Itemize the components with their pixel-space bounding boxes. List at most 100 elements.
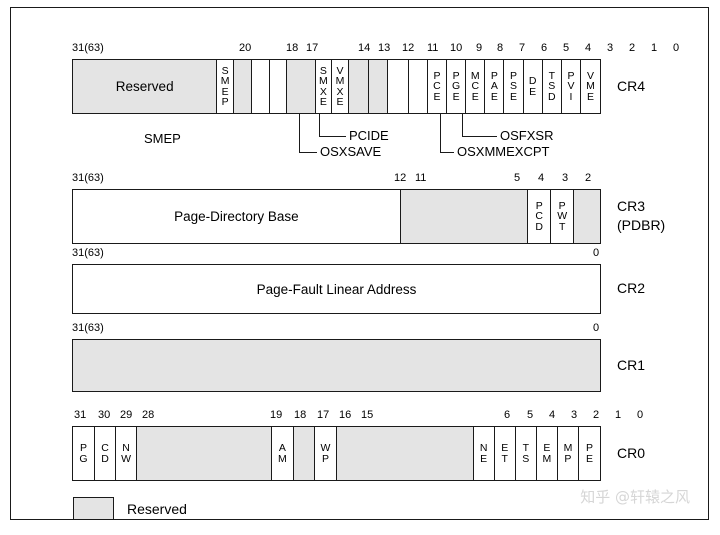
bit-label: 30 <box>98 409 111 421</box>
callout-leader-osxmmexcpt <box>440 114 454 153</box>
bit-label: 6 <box>504 409 511 421</box>
bit-label: 14 <box>358 42 371 54</box>
cr4-field-reserved: Reserved <box>73 60 218 113</box>
callout-osfxsr: OSFXSR <box>500 128 554 143</box>
bit-label: 0 <box>593 322 600 334</box>
register-cr0: 31 30 29 28 19 18 17 16 15 6 5 4 3 2 1 0… <box>72 408 645 481</box>
callout-smep: SMEP <box>144 131 181 146</box>
cr3-field-res11-5 <box>400 190 529 243</box>
register-cr1: 31(63) 0 CR1 <box>72 321 645 392</box>
figure-frame: 31(63) 20 18 17 14 13 12 11 10 9 8 7 6 5… <box>10 7 709 520</box>
bit-label: 2 <box>593 409 600 421</box>
bit-label: 2 <box>585 172 592 184</box>
bit-label: 1 <box>615 409 622 421</box>
cr0-field-res28-19 <box>137 427 272 480</box>
cr4-field-osfxsr <box>408 60 428 113</box>
cr4-field-osxsave <box>252 60 270 113</box>
cr1-bit-labels: 31(63) 0 <box>72 321 601 335</box>
cr4-field-osxmmexcpt <box>387 60 409 113</box>
bit-label: 12 <box>394 172 407 184</box>
cr0-field-res15-6 <box>336 427 474 480</box>
bit-label: 11 <box>427 42 439 54</box>
cr3-bit-labels: 31(63) 12 11 5 4 3 2 <box>72 171 601 185</box>
cr3-field-res2-0 <box>574 190 601 243</box>
bit-label: 29 <box>120 409 133 421</box>
bit-label: 3 <box>562 172 569 184</box>
bit-label: 12 <box>402 42 415 54</box>
bit-label: 1 <box>651 42 658 54</box>
cr1-box <box>72 339 601 392</box>
bit-label: 5 <box>563 42 570 54</box>
bit-label: 17 <box>306 42 319 54</box>
cr2-field-pflinaddr: Page-Fault Linear Address <box>73 265 600 313</box>
register-cr2: 31(63) 0 Page-Fault Linear Address CR2 <box>72 246 645 314</box>
bit-label: 31(63) <box>72 322 104 334</box>
bit-label: 4 <box>585 42 592 54</box>
bit-label: 28 <box>142 409 155 421</box>
bit-label: 13 <box>378 42 391 54</box>
bit-label: 5 <box>527 409 534 421</box>
field-label: Page-Directory Base <box>174 209 299 224</box>
bit-label: 11 <box>415 172 427 184</box>
cr4-field-res16-15 <box>287 60 316 113</box>
bit-label: 17 <box>317 409 330 421</box>
cr2-register-name: CR2 <box>617 280 646 296</box>
legend-reserved-label: Reserved <box>127 500 187 517</box>
cr4-register-name: CR4 <box>617 78 646 94</box>
cr4-field-res12 <box>348 60 369 113</box>
bit-label: 0 <box>673 42 680 54</box>
cr0-field-res17 <box>293 427 315 480</box>
legend: Reserved <box>73 497 187 520</box>
cr1-register-name: CR1 <box>617 357 646 373</box>
bit-label: 20 <box>239 42 252 54</box>
bit-label: 4 <box>549 409 556 421</box>
bit-label: 19 <box>270 409 283 421</box>
cr4-field-pcide <box>269 60 288 113</box>
cr3-register-name-sub: (PDBR) <box>617 217 666 233</box>
bit-label: 3 <box>607 42 614 54</box>
callout-leader-pcide <box>319 114 346 137</box>
watermark: 知乎 @轩辕之风 <box>580 488 690 506</box>
bit-label: 5 <box>514 172 521 184</box>
bit-label: 31(63) <box>72 247 104 259</box>
bit-label: 16 <box>339 409 352 421</box>
bit-label: 7 <box>519 42 526 54</box>
bit-label: 31(63) <box>72 42 104 54</box>
